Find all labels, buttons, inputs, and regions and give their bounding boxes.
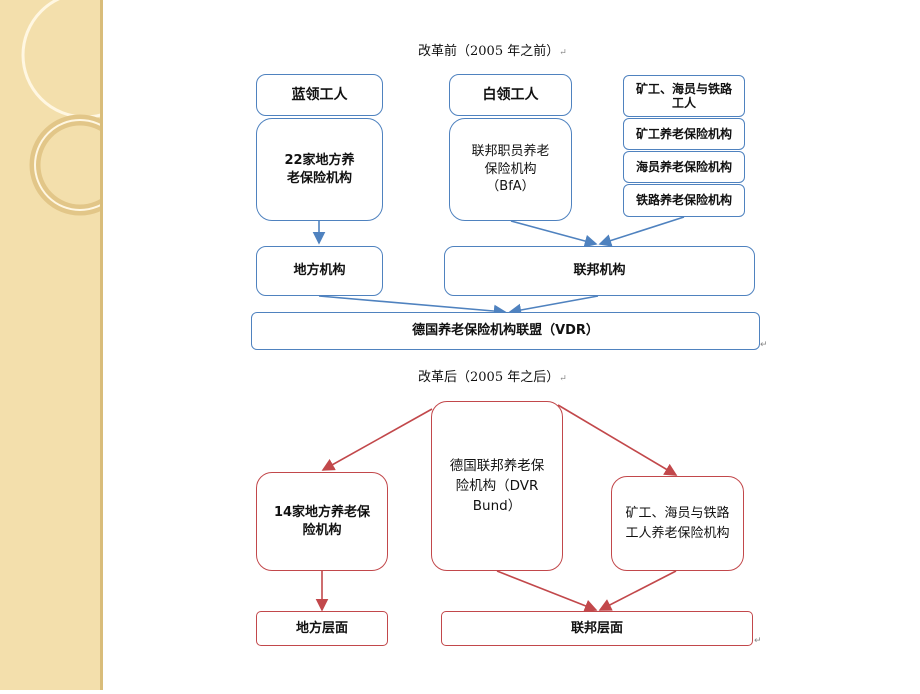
- federal-level-box: 联邦层面: [441, 611, 753, 646]
- arrow-dvr-to-special: [557, 404, 678, 476]
- federal-bfa-box: 联邦职员养老保险机构（BfA）: [449, 118, 572, 221]
- arrow-bfa-to-federal: [510, 220, 598, 248]
- arrow-dvr-to-regional14: [321, 408, 433, 471]
- arrow-special-to-federal: [598, 216, 685, 247]
- sailors-fund-box: 海员养老保险机构: [623, 151, 745, 183]
- special-fund-box: 矿工、海员与铁路工人养老保险机构: [611, 476, 744, 571]
- blue-collar-box: 蓝领工人: [256, 74, 383, 116]
- local-agency-box: 地方机构: [256, 246, 383, 296]
- paragraph-mark: ↵: [754, 636, 762, 646]
- federal-agency-box: 联邦机构: [444, 246, 755, 296]
- dvr-bund-box: 德国联邦养老保险机构（DVR Bund）: [431, 401, 563, 571]
- regional-22-box: 22家地方养老保险机构: [256, 118, 383, 221]
- miners-sailors-rail-box: 矿工、海员与铁路工人: [623, 75, 745, 117]
- arrow-dvr-to-federal-level: [496, 570, 598, 612]
- arrow-special-to-federal-level: [598, 570, 677, 611]
- decorative-sidebar: [0, 0, 149, 690]
- vdr-box: 德国养老保险机构联盟（VDR）: [251, 312, 760, 350]
- arrow-federal-to-vdr: [508, 295, 599, 317]
- local-level-box: 地方层面: [256, 611, 388, 646]
- paragraph-mark: ↵: [760, 340, 768, 350]
- white-collar-box: 白领工人: [449, 74, 572, 116]
- before-title: 改革前（2005 年之前）↵: [418, 44, 567, 59]
- arrow-local-to-vdr: [318, 295, 507, 318]
- miners-fund-box: 矿工养老保险机构: [623, 118, 745, 150]
- after-title: 改革后（2005 年之后）↵: [418, 370, 567, 385]
- railway-fund-box: 铁路养老保险机构: [623, 184, 745, 217]
- regional-14-box: 14家地方养老保险机构: [256, 472, 388, 571]
